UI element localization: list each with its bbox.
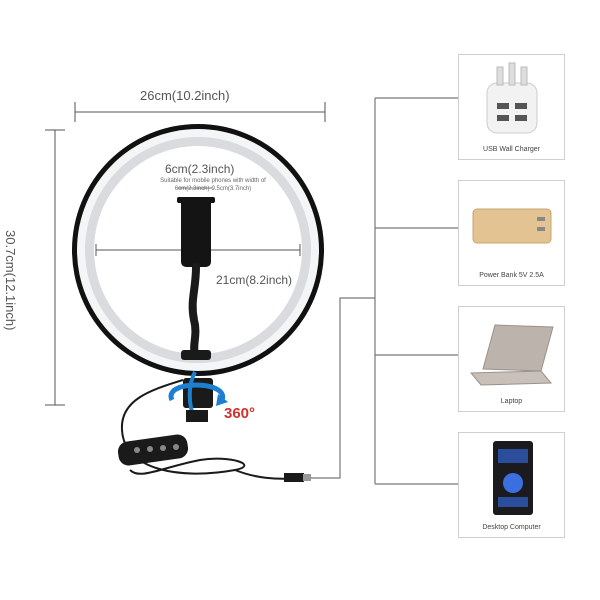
inline-remote-controller <box>117 434 189 466</box>
device-card-power-bank: Power Bank 5V 2.5A <box>458 180 565 286</box>
usb-wall-charger-icon <box>486 62 538 134</box>
device-card-desktop: Desktop Computer <box>458 432 565 538</box>
laptop-icon <box>469 324 554 386</box>
rotation-mount <box>168 371 228 422</box>
ring-height-label: 30.7cm(12.1inch) <box>3 230 18 331</box>
phone-width-label: 6cm(2.3inch) <box>165 162 235 176</box>
rotation-label: 360° <box>224 405 256 422</box>
usb-plug <box>284 473 304 482</box>
ring-width-label: 26cm(10.2inch) <box>140 88 230 103</box>
width-dimension-line <box>74 102 326 122</box>
device-card-usb-charger: USB Wall Charger <box>458 54 565 160</box>
phone-compatibility-note: Suitable for mobile phones with width of… <box>160 178 266 192</box>
gooseneck-arm <box>188 263 200 359</box>
device-caption: Laptop <box>500 398 523 405</box>
phone-holder-clamp <box>177 197 215 267</box>
desktop-computer-icon <box>493 441 533 515</box>
device-caption: Power Bank 5V 2.5A <box>479 272 544 279</box>
device-caption: Desktop Computer <box>482 524 541 531</box>
holder-span-label: 21cm(8.2inch) <box>216 273 293 287</box>
device-connector-lines <box>311 97 458 485</box>
device-caption: USB Wall Charger <box>483 146 540 153</box>
height-dimension-line <box>45 129 65 406</box>
power-bank-icon <box>472 208 552 244</box>
device-card-laptop: Laptop <box>458 306 565 412</box>
